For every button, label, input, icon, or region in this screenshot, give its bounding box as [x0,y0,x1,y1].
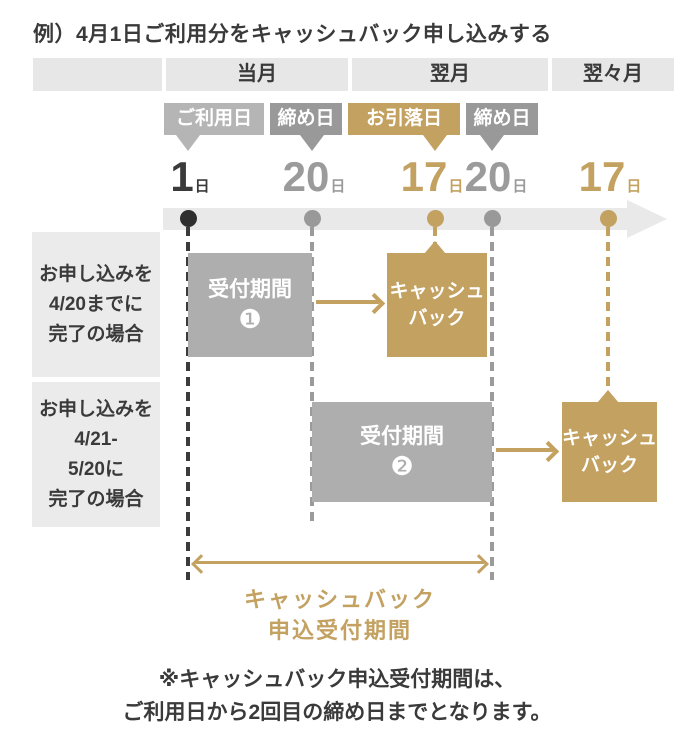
case2-period-label: 受付期間 [360,425,444,448]
case2-cashback-box: キャッシュ バック [562,390,658,502]
date-day20-second-number: 20 [464,153,512,200]
timeline-bar [163,208,627,230]
case2-period-number-icon: ❷ [390,451,414,481]
application-window-label: キャッシュバック 申込受付期間 [140,584,540,646]
dashed-line-day20-second [490,227,494,580]
case1-label: お申し込みを 4/20までに 完了の場合 [32,232,160,377]
date-day17-second: 17 日 [579,156,642,198]
timeline-dot-day17-second [600,210,617,227]
tag-pointer-closing-date-2 [480,135,504,151]
timeline-dot-day1 [180,210,197,227]
tag-pointer-usage-date [176,135,200,151]
footnote-line1: ※キャッシュバック申込受付期間は、 [158,668,516,691]
case1-application-period-box: 受付期間 ❶ [188,253,312,357]
date-day17-first-number: 17 [400,153,448,200]
header-cell-current-month: 当月 [166,58,348,91]
page-title: 例）4月1日ご利用分をキャッシュバック申し込みする [33,23,552,46]
case1-flow-arrow-icon [316,290,386,315]
date-day20-first-suffix: 日 [330,178,346,195]
case2-label-line2: 4/21- [74,428,118,450]
case2-flow-arrow-icon [496,438,560,463]
date-day17-first: 17 日 [401,156,464,198]
application-window-range-arrow-icon [191,551,489,575]
application-window-label-line1: キャッシュバック [243,587,436,612]
tag-pointer-closing-date-1 [300,135,324,151]
date-day20-second-suffix: 日 [512,178,528,195]
case1-cashback-line1: キャッシュ [389,281,485,302]
date-day20-first-number: 20 [282,153,330,200]
case2-cashback-notch-icon [597,390,619,403]
timeline-dot-day17-first [427,210,444,227]
case2-label: お申し込みを 4/21- 5/20に 完了の場合 [32,382,160,527]
timeline-arrowhead-icon [627,200,667,238]
header-cell-next-month: 翌月 [352,58,548,91]
header-cell-month-after-next: 翌々月 [552,58,674,91]
case1-cashback-line2: バック [408,308,466,329]
timeline-dot-day20-first [304,210,321,227]
date-day20-first: 20 日 [283,156,346,198]
date-day1-suffix: 日 [194,178,210,195]
application-window-label-line2: 申込受付期間 [267,618,412,643]
footnote: ※キャッシュバック申込受付期間は、 ご利用日から2回目の締め日までとなります。 [0,663,674,729]
case1-period-label: 受付期間 [208,278,292,301]
case2-label-line4: 完了の場合 [48,488,144,510]
footnote-line2: ご利用日から2回目の締め日までとなります。 [122,701,552,724]
tag-closing-date-1: 締め日 [270,103,342,135]
date-day1-number: 1 [170,153,194,200]
timeline-dot-day20-second [484,210,501,227]
case2-label-line3: 5/20に [68,458,124,480]
date-day20-second: 20 日 [465,156,528,198]
case1-label-line3: 完了の場合 [48,323,144,345]
date-day17-second-suffix: 日 [626,178,642,195]
case1-label-line2: 4/20までに [49,293,143,315]
tag-closing-date-2: 締め日 [466,103,538,135]
case2-label-line1: お申し込みを [38,398,153,420]
case2-application-period-box: 受付期間 ❷ [312,402,492,502]
dashed-line-day17-second [606,227,610,402]
tag-pointer-withdrawal-date [423,135,447,151]
case1-label-line1: お申し込みを [38,263,153,285]
tag-usage-date: ご利用日 [164,103,264,135]
dashed-line-day1 [186,227,190,580]
case1-cashback-notch-icon [424,241,446,254]
case1-cashback-box: キャッシュ バック [387,241,487,357]
date-day17-second-number: 17 [578,153,626,200]
header-cell-blank [33,58,162,91]
case1-period-number-icon: ❶ [238,304,262,334]
dashed-line-day20-first [310,227,314,523]
tag-withdrawal-date: お引落日 [348,103,460,135]
case2-cashback-line1: キャッシュ [562,428,658,449]
case2-cashback-line2: バック [580,455,638,476]
date-day17-first-suffix: 日 [448,178,464,195]
date-day1: 1 日 [170,156,209,198]
